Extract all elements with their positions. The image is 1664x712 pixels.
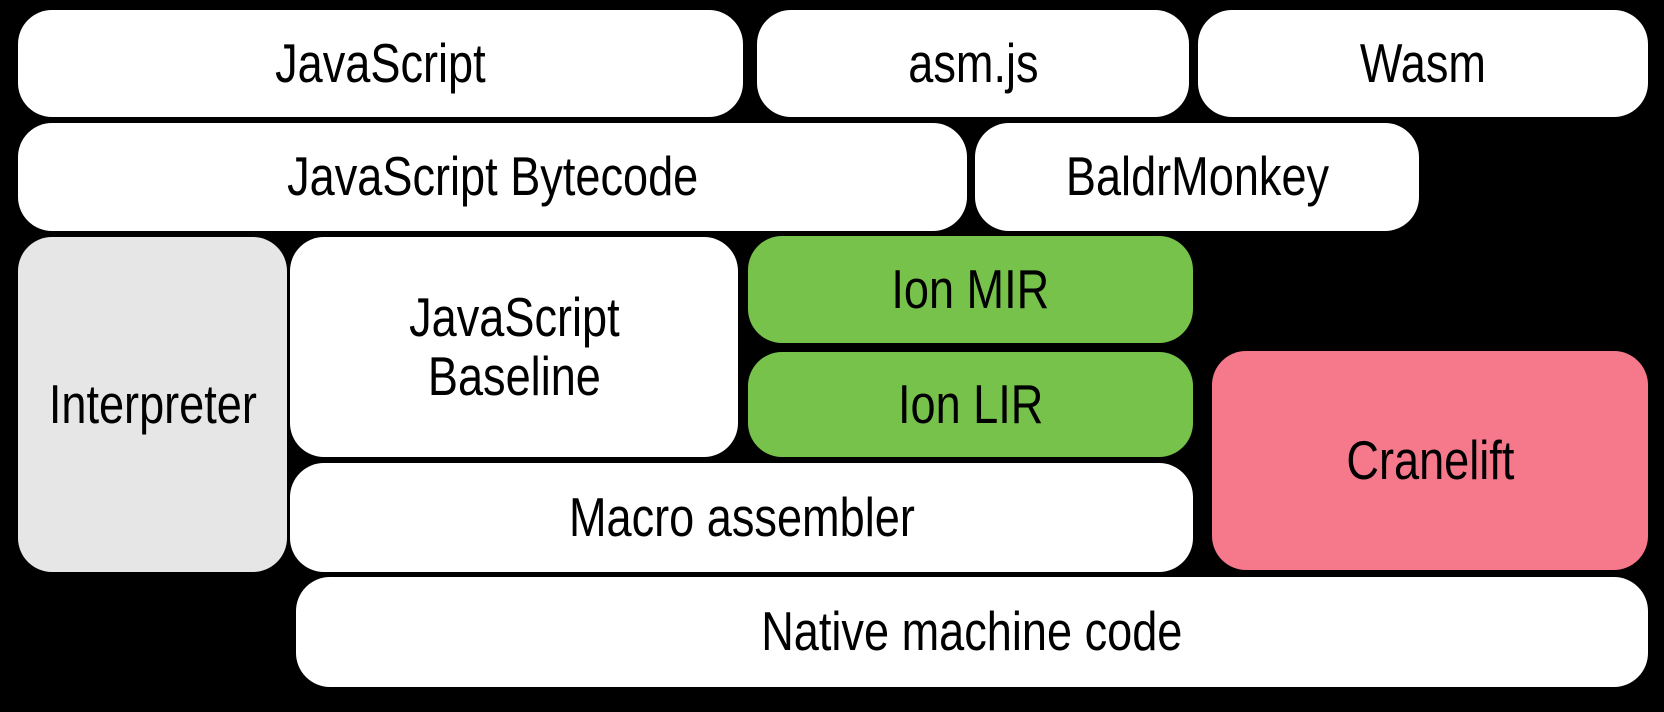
box-wasm: Wasm [1198,10,1648,117]
box-baldrmonkey-label: BaldrMonkey [1065,145,1329,208]
box-wasm-label: Wasm [1359,31,1487,94]
box-javascript-baseline: JavaScript Baseline [290,237,738,457]
box-baldrmonkey: BaldrMonkey [975,123,1419,231]
box-native-machine-code: Native machine code [296,577,1648,687]
box-cranelift-label: Cranelift [1346,428,1514,491]
box-asmjs: asm.js [757,10,1189,117]
box-javascript-bytecode: JavaScript Bytecode [18,123,967,231]
box-native-machine-code-label: Native machine code [761,600,1183,663]
box-ion-lir-label: Ion LIR [897,372,1044,435]
box-javascript-bytecode-label: JavaScript Bytecode [286,145,699,208]
box-ion-lir: Ion LIR [748,352,1193,457]
box-ion-mir-label: Ion MIR [891,257,1050,320]
box-javascript: JavaScript [18,10,743,117]
box-interpreter-label: Interpreter [48,372,257,435]
box-interpreter: Interpreter [18,237,287,572]
box-asmjs-label: asm.js [907,31,1039,94]
box-macro-assembler-label: Macro assembler [568,485,915,548]
box-javascript-baseline-label: JavaScript Baseline [408,285,620,407]
box-ion-mir: Ion MIR [748,236,1193,343]
box-cranelift: Cranelift [1212,351,1648,570]
box-javascript-label: JavaScript [275,31,486,94]
box-macro-assembler: Macro assembler [290,463,1193,572]
